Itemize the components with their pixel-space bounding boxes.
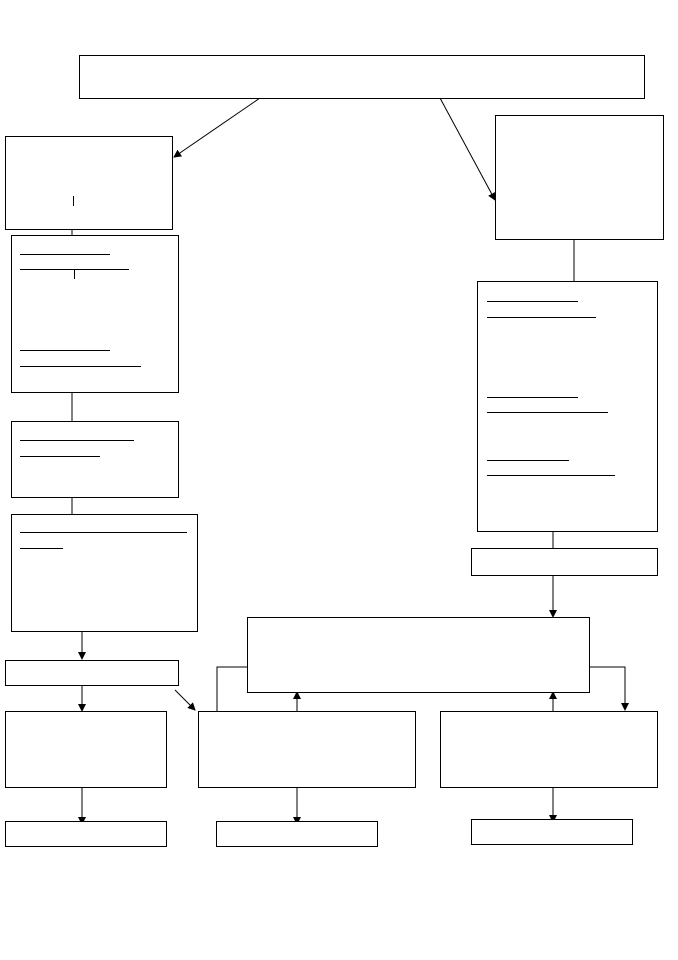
text-placeholder-line <box>487 460 569 461</box>
arrow-left-bar-diagonal <box>174 689 196 711</box>
text-placeholder-line <box>487 301 578 302</box>
text-placeholder-line <box>20 366 141 367</box>
right-bar <box>471 548 658 576</box>
text-placeholder-line <box>20 548 63 549</box>
arrow-top-to-left-box <box>173 97 261 158</box>
text-placeholder-mark <box>74 270 75 279</box>
text-placeholder-line <box>487 412 608 413</box>
center-box <box>247 617 590 693</box>
text-placeholder-line <box>20 254 110 255</box>
text-placeholder-line <box>487 397 578 398</box>
mid-end-box <box>216 821 378 847</box>
right-box-1 <box>495 115 664 240</box>
text-placeholder-line <box>20 532 187 533</box>
left-end-box <box>5 821 167 847</box>
arrow-center-right-down <box>589 666 629 711</box>
left-box-3 <box>11 421 179 498</box>
arrow-top-to-right-box <box>439 97 496 201</box>
right-lower-box <box>440 711 658 788</box>
text-placeholder-line <box>20 440 134 441</box>
text-placeholder-line <box>20 350 110 351</box>
text-placeholder-line <box>20 456 100 457</box>
left-box-4 <box>11 514 198 632</box>
text-placeholder-mark <box>73 196 74 206</box>
mid-lower-box <box>198 711 416 788</box>
text-placeholder-line <box>487 317 596 318</box>
left-bar <box>5 660 179 686</box>
left-lower-box <box>5 711 167 788</box>
text-placeholder-line <box>487 475 615 476</box>
right-end-box <box>471 819 633 845</box>
left-box-2 <box>11 235 179 393</box>
text-placeholder-line <box>20 269 129 270</box>
connector-center-left-loop <box>216 666 247 711</box>
right-box-2 <box>477 281 658 532</box>
top-box <box>79 55 645 99</box>
left-box-1 <box>5 136 173 230</box>
